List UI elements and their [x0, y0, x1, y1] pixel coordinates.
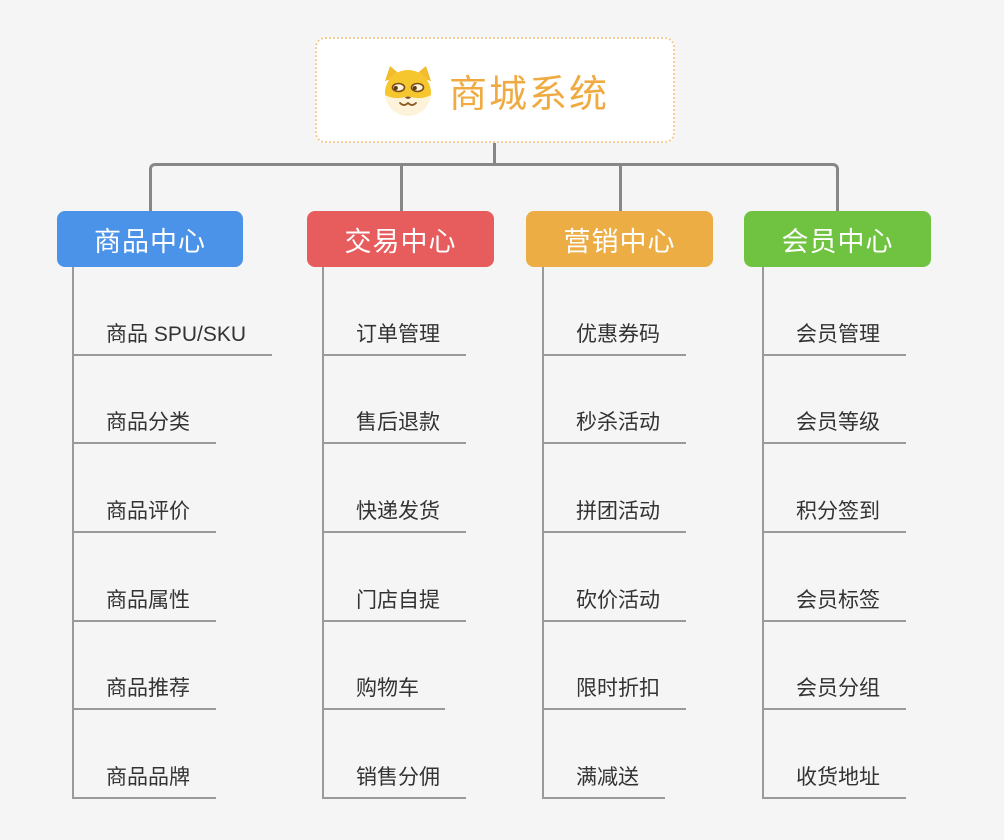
leaf-node[interactable]: 满减送 [544, 710, 665, 800]
leaf-node[interactable]: 秒杀活动 [544, 356, 686, 445]
connector-drop-branch-2 [400, 166, 403, 211]
leaf-node[interactable]: 优惠券码 [544, 267, 686, 356]
root-title: 商城系统 [448, 73, 609, 116]
leaf-node[interactable]: 快递发货 [324, 444, 466, 534]
branch-node-member-center[interactable]: 会员中心 [744, 211, 931, 267]
leaf-node[interactable]: 门店自提 [324, 533, 466, 622]
leaf-node[interactable]: 砍价活动 [544, 533, 686, 622]
column-member-center: 会员管理 会员等级 积分签到 会员标签 会员分组 收货地址 [762, 267, 906, 800]
leaf-node[interactable]: 会员分组 [764, 622, 906, 711]
leaf-node[interactable]: 购物车 [324, 622, 445, 711]
leaf-node[interactable]: 售后退款 [324, 356, 466, 445]
connector-drop-branch-3 [619, 166, 622, 211]
branch-node-product-center[interactable]: 商品中心 [57, 211, 243, 267]
leaf-node[interactable]: 会员标签 [764, 533, 906, 622]
root-node-mall-system[interactable]: 商城系统 [315, 37, 675, 143]
column-product-center: 商品 SPU/SKU 商品分类 商品评价 商品属性 商品推荐 商品品牌 [72, 267, 273, 800]
branch-label: 营销中心 [563, 226, 676, 257]
column-trade-center: 订单管理 售后退款 快递发货 门店自提 购物车 销售分佣 [322, 267, 466, 800]
branch-node-marketing-center[interactable]: 营销中心 [526, 211, 713, 267]
connector-root-stem [493, 143, 496, 166]
branch-label: 会员中心 [781, 226, 894, 257]
leaf-node[interactable]: 商品品牌 [74, 710, 216, 800]
leaf-node[interactable]: 商品推荐 [74, 622, 216, 711]
leaf-node[interactable]: 商品 SPU/SKU [74, 267, 273, 356]
leaf-node[interactable]: 拼团活动 [544, 444, 686, 534]
leaf-node[interactable]: 商品分类 [74, 356, 216, 445]
leaf-node[interactable]: 销售分佣 [324, 710, 466, 800]
dog-face-icon [381, 63, 435, 117]
leaf-node[interactable]: 商品评价 [74, 444, 216, 534]
leaf-node[interactable]: 会员管理 [764, 267, 906, 356]
leaf-node[interactable]: 商品属性 [74, 533, 216, 622]
branch-node-trade-center[interactable]: 交易中心 [307, 211, 494, 267]
leaf-node[interactable]: 会员等级 [764, 356, 906, 445]
leaf-node[interactable]: 订单管理 [324, 267, 466, 356]
connector-tree [149, 143, 839, 211]
column-marketing-center: 优惠券码 秒杀活动 拼团活动 砍价活动 限时折扣 满减送 [542, 267, 686, 800]
branch-label: 交易中心 [344, 226, 457, 257]
leaf-node[interactable]: 限时折扣 [544, 622, 686, 711]
leaf-node[interactable]: 收货地址 [764, 710, 906, 800]
branch-label: 商品中心 [94, 226, 206, 257]
leaf-node[interactable]: 积分签到 [764, 444, 906, 534]
